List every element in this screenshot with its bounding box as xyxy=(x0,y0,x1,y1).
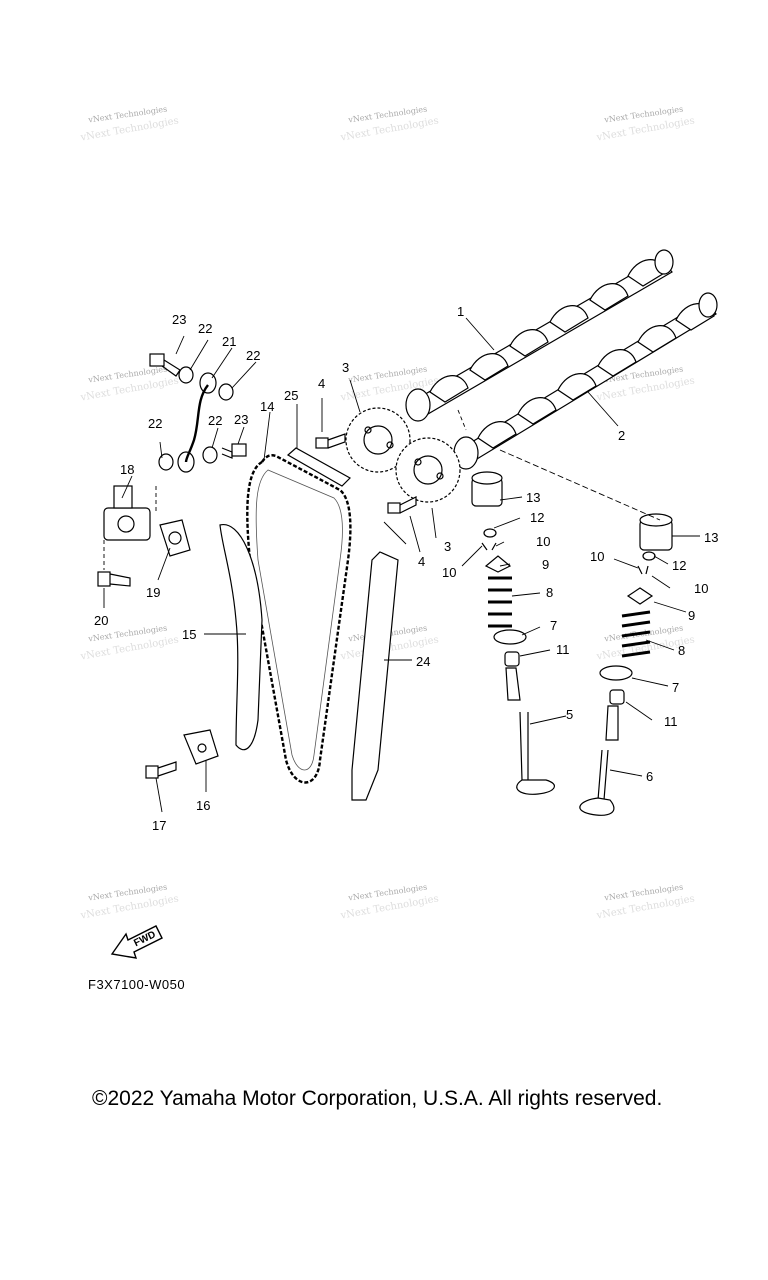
sprocket-bolt[interactable] xyxy=(387,496,417,514)
callout-3: 3 xyxy=(342,360,349,375)
callout-18: 18 xyxy=(120,462,134,477)
valve-pad[interactable] xyxy=(483,528,497,538)
callout-4: 4 xyxy=(318,376,325,391)
callout-12: 12 xyxy=(530,510,544,525)
callout-13: 13 xyxy=(526,490,540,505)
callout-9: 9 xyxy=(542,557,549,572)
cam-sprocket[interactable] xyxy=(345,407,411,473)
callout-11: 11 xyxy=(664,714,678,729)
valve-spring[interactable] xyxy=(488,576,512,628)
tensioner-bolt[interactable] xyxy=(97,571,131,587)
callout-12: 12 xyxy=(672,558,686,573)
chain-guide-top[interactable] xyxy=(286,447,351,487)
valve-spring-retainer[interactable] xyxy=(626,587,654,605)
cam-chain-tensioner[interactable] xyxy=(103,485,151,541)
callout-labels: 1 2 3 3 4 4 5 6 7 7 8 8 9 9 10 10 10 10 … xyxy=(94,304,718,833)
callout-7: 7 xyxy=(672,680,679,695)
callout-22: 22 xyxy=(246,348,260,363)
spring-seat[interactable] xyxy=(599,665,633,681)
callout-6: 6 xyxy=(646,769,653,784)
washer[interactable] xyxy=(218,383,234,401)
callout-7: 7 xyxy=(550,618,557,633)
callout-25: 25 xyxy=(284,388,298,403)
callout-22: 22 xyxy=(148,416,162,431)
callout-9: 9 xyxy=(688,608,695,623)
callout-14: 14 xyxy=(260,399,274,414)
exhaust-valve[interactable] xyxy=(597,749,609,801)
intake-valve[interactable] xyxy=(519,711,529,781)
spring-seat[interactable] xyxy=(493,629,527,645)
callout-22: 22 xyxy=(208,413,222,428)
washer[interactable] xyxy=(158,453,174,471)
copyright-notice: ©2022 Yamaha Motor Corporation, U.S.A. A… xyxy=(92,1087,663,1110)
union-bolt[interactable] xyxy=(149,353,181,377)
diagram-code: F3X7100-W050 xyxy=(88,977,186,992)
callout-10: 10 xyxy=(536,534,550,549)
valve-spring-retainer[interactable] xyxy=(484,555,512,573)
valve-cotter[interactable] xyxy=(481,542,497,551)
callout-3: 3 xyxy=(444,539,451,554)
callout-22: 22 xyxy=(198,321,212,336)
callout-17: 17 xyxy=(152,818,166,833)
callout-10: 10 xyxy=(442,565,456,580)
chain-tensioner-guide[interactable] xyxy=(219,524,263,751)
callout-8: 8 xyxy=(678,643,685,658)
callout-10: 10 xyxy=(590,549,604,564)
valve-spring[interactable] xyxy=(621,610,651,658)
callout-16: 16 xyxy=(196,798,210,813)
valve-cotter[interactable] xyxy=(637,565,649,575)
chain-guide-exhaust[interactable] xyxy=(351,551,399,801)
callout-11: 11 xyxy=(556,642,570,657)
sprocket-bolt[interactable] xyxy=(315,433,346,449)
tensioner-gasket[interactable] xyxy=(159,519,191,557)
oil-delivery-pipe[interactable] xyxy=(184,384,209,463)
callout-19: 19 xyxy=(146,585,160,600)
stopper-bolt[interactable] xyxy=(145,761,177,779)
forward-arrow-icon: FWD xyxy=(110,925,163,959)
valve-stem-seal[interactable] xyxy=(609,689,625,705)
callout-21: 21 xyxy=(222,334,236,349)
timing-chain[interactable] xyxy=(246,454,352,784)
pipe-eye-fitting xyxy=(199,372,217,394)
callout-15: 15 xyxy=(182,627,196,642)
cam-sprocket[interactable] xyxy=(395,437,461,503)
callout-23: 23 xyxy=(234,412,248,427)
callout-13: 13 xyxy=(704,530,718,545)
callout-4: 4 xyxy=(418,554,425,569)
callout-23: 23 xyxy=(172,312,186,327)
callout-10: 10 xyxy=(694,581,708,596)
callout-8: 8 xyxy=(546,585,553,600)
callout-2: 2 xyxy=(618,428,625,443)
washer[interactable] xyxy=(202,446,218,464)
union-bolt[interactable] xyxy=(221,443,247,459)
valve-pad[interactable] xyxy=(642,551,656,561)
chain-guide-stopper[interactable] xyxy=(183,729,219,765)
callout-5: 5 xyxy=(566,707,573,722)
callout-24: 24 xyxy=(416,654,430,669)
camshaft-intake[interactable] xyxy=(405,249,674,422)
camshaft-exhaust[interactable] xyxy=(453,292,718,470)
valve-stem-seal[interactable] xyxy=(504,651,520,667)
washer[interactable] xyxy=(178,366,194,384)
callout-1: 1 xyxy=(457,304,464,319)
callout-20: 20 xyxy=(94,613,108,628)
